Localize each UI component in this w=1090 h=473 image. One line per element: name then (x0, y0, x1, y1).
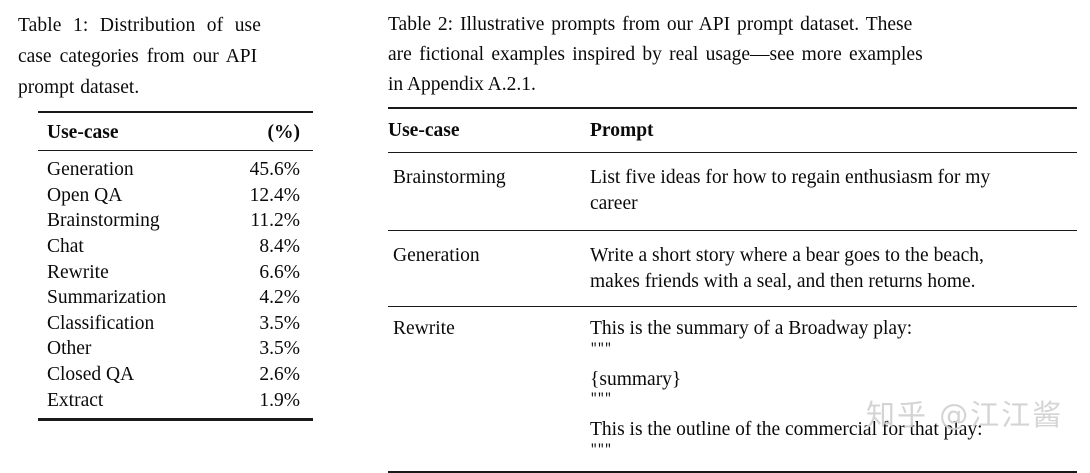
table-2-caption-line-2: are fictional examples inspired by real … (388, 44, 923, 65)
spacer (388, 216, 1077, 230)
table-1-cell-percent: 12.4% (249, 184, 300, 206)
table-1-cell-percent: 3.5% (259, 312, 300, 334)
table-1-caption: Table 1: Distribution of use case catego… (18, 10, 348, 103)
table-1-cell-use-case: Chat (47, 236, 84, 258)
table-1-mid-rule (38, 150, 313, 152)
table-1-cell-percent: 45.6% (249, 159, 300, 181)
table-1-cell-percent: 1.9% (259, 389, 300, 411)
table-row: Chat 8.4% (38, 234, 313, 260)
table-2-header: Use-case Prompt (388, 118, 1077, 144)
table-1: Use-case (%) Generation 45.6% Open QA 12… (38, 111, 313, 421)
triple-quote-final: """ (590, 442, 612, 457)
spacer (388, 109, 1077, 118)
triple-quote-open: """ (590, 341, 612, 356)
table-2-row-rule-2 (388, 306, 1077, 308)
table-row: Summarization 4.2% (38, 285, 313, 311)
spacer (388, 153, 1077, 165)
table-1-caption-line-1: Table 1: Distribution of use (18, 15, 261, 36)
table-2-cell-use-case: Brainstorming (393, 167, 506, 189)
table-1-col-header-percent: (%) (267, 121, 301, 143)
spacer (388, 231, 1077, 243)
table-1-header-row: Use-case (%) (38, 120, 313, 146)
table-row: Generation Write a short story where a b… (388, 243, 1077, 294)
table-2-header-grid: Use-case Prompt (388, 118, 1077, 144)
table-row: Rewrite This is the summary of a Broadwa… (388, 316, 1077, 457)
table-row: Other 3.5% (38, 336, 313, 362)
spacer (388, 307, 1077, 316)
table-1-bottom-rule (38, 418, 313, 421)
prompt-line: This is the outline of the commercial fo… (590, 419, 983, 441)
table-1-cell-percent: 6.6% (259, 261, 300, 283)
spacer (590, 406, 1077, 417)
table-1-cell-use-case: Rewrite (47, 261, 109, 283)
table-1-body: Generation 45.6% Open QA 12.4% Brainstor… (38, 157, 313, 413)
table-1-cell-use-case: Brainstorming (47, 210, 160, 232)
prompt-line: career (590, 192, 638, 214)
table-2-header-rule (388, 152, 1077, 154)
prompt-line: makes friends with a seal, and then retu… (590, 270, 976, 292)
table-2-row-brainstorming-grid: Brainstorming List five ideas for how to… (388, 165, 1077, 216)
table-1-cell-use-case: Extract (47, 389, 104, 411)
prompt-line: This is the summary of a Broadway play: (590, 318, 913, 340)
table-2-row-rule-1 (388, 230, 1077, 232)
table-row: Classification 3.5% (38, 311, 313, 337)
prompt-line: Write a short story where a bear goes to… (590, 245, 984, 267)
table-2-cell-prompt: List five ideas for how to regain enthus… (590, 165, 1077, 216)
table-2-block: Table 2: Illustrative prompts from our A… (388, 10, 1077, 473)
table-1-cell-percent: 4.2% (259, 287, 300, 309)
table-2-cell-use-case: Generation (393, 245, 480, 267)
table-1-cell-percent: 11.2% (250, 210, 300, 232)
table-2-row-rewrite-grid: Rewrite This is the summary of a Broadwa… (388, 316, 1077, 457)
table-row: Brainstorming List five ideas for how to… (388, 165, 1077, 216)
prompt-line: List five ideas for how to regain enthus… (590, 167, 991, 189)
table-1-caption-line-2: case categories from our API (18, 46, 258, 67)
spacer (590, 356, 1077, 367)
table-2-top-rule (388, 107, 1077, 109)
table-1-cell-use-case: Summarization (47, 287, 167, 309)
table-2-cell-use-case: Rewrite (393, 318, 455, 340)
spacer (388, 457, 1077, 471)
prompt-placeholder-summary: {summary} (590, 368, 682, 390)
spacer (38, 113, 313, 120)
table-2-caption-line-1: Table 2: Illustrative prompts from our A… (388, 14, 913, 35)
table-1-cell-use-case: Closed QA (47, 364, 135, 386)
table-row: Open QA 12.4% (38, 183, 313, 209)
table-row: Brainstorming 11.2% (38, 208, 313, 234)
triple-quote-close: """ (590, 392, 612, 407)
table-2: Use-case Prompt Brainstorming List five … (388, 107, 1077, 473)
table-1-header: Use-case (%) (38, 120, 313, 146)
table-1-cell-percent: 8.4% (259, 236, 300, 258)
table-row: Extract 1.9% (38, 388, 313, 414)
spacer (388, 294, 1077, 306)
table-1-cell-use-case: Open QA (47, 184, 123, 206)
table-row: Closed QA 2.6% (38, 362, 313, 388)
table-1-caption-line-3: prompt dataset. (18, 77, 140, 98)
table-2-col-header-prompt: Prompt (590, 119, 654, 141)
spacer (388, 143, 1077, 152)
table-1-cell-use-case: Other (47, 338, 92, 360)
table-1-cell-percent: 3.5% (259, 338, 300, 360)
table-2-caption-line-3: in Appendix A.2.1. (388, 74, 536, 95)
table-1-grid: Use-case (%) (38, 120, 313, 146)
table-2-cell-prompt: Write a short story where a bear goes to… (590, 243, 1077, 294)
table-1-top-rule (38, 111, 313, 113)
table-1-cell-use-case: Generation (47, 159, 134, 181)
table-1-body-grid: Generation 45.6% Open QA 12.4% Brainstor… (38, 157, 313, 413)
paper-tables-page: Table 1: Distribution of use case catego… (18, 10, 1077, 473)
table-2-cell-prompt: This is the summary of a Broadway play: … (590, 316, 1077, 457)
table-2-row-generation-grid: Generation Write a short story where a b… (388, 243, 1077, 294)
table-1-block: Table 1: Distribution of use case catego… (18, 10, 348, 421)
table-2-col-header-use-case: Use-case (388, 119, 460, 141)
table-1-cell-use-case: Classification (47, 312, 155, 334)
table-1-col-header-use-case: Use-case (47, 121, 119, 143)
table-1-cell-percent: 2.6% (259, 364, 300, 386)
table-row: Generation 45.6% (38, 157, 313, 183)
table-2-caption: Table 2: Illustrative prompts from our A… (388, 10, 1077, 100)
table-row: Rewrite 6.6% (38, 260, 313, 286)
table-2-header-row: Use-case Prompt (388, 118, 1077, 144)
